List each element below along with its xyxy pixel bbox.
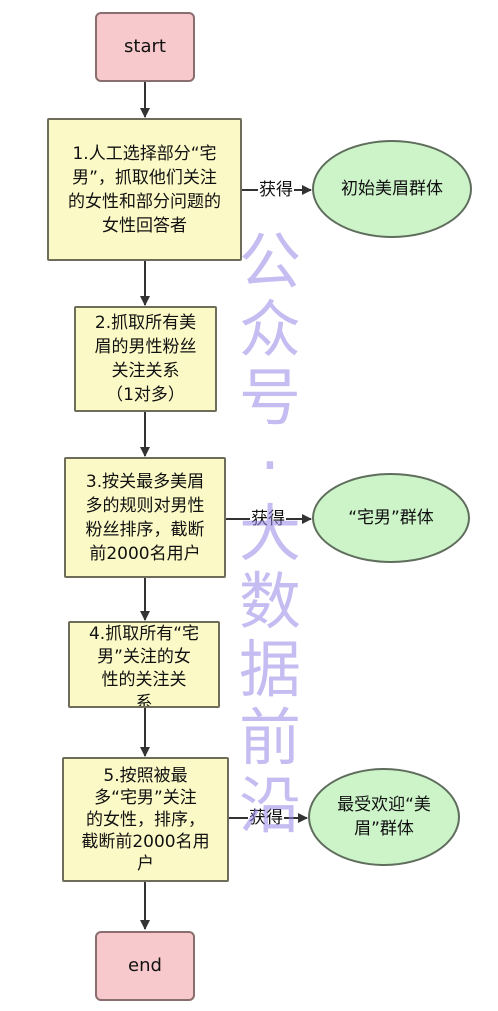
step-4-label: 4.抓取所有“宅 男”关注的女 性的关注关 系 <box>88 624 200 708</box>
output-3-label: 最受欢迎“美 眉”群体 <box>337 795 431 839</box>
step-5-box: 5.按照被最 多“宅男”关注 的女性，排序， 截断前2000名用 户 <box>62 757 229 882</box>
step-1-box: 1.人工选择部分“宅 男”，抓取他们关注 的女性和部分问题的 女性回答者 <box>47 118 242 261</box>
edge-label-2: 获得 <box>250 509 286 529</box>
output-1-oval: 初始美眉群体 <box>312 140 472 238</box>
step-3-label: 3.按关最多美眉 多的规则对男性 粉丝排序，截断 前2000名用户 <box>85 471 205 564</box>
step-2-label: 2.抓取所有美 眉的男性粉丝 关注关系 （1对多） <box>94 313 197 405</box>
step-5-label: 5.按照被最 多“宅男”关注 的女性，排序， 截断前2000名用 户 <box>81 765 210 874</box>
start-node: start <box>95 12 195 82</box>
end-node: end <box>95 931 195 1001</box>
output-3-oval: 最受欢迎“美 眉”群体 <box>308 768 460 866</box>
step-2-box: 2.抓取所有美 眉的男性粉丝 关注关系 （1对多） <box>74 306 217 412</box>
step-1-label: 1.人工选择部分“宅 男”，抓取他们关注 的女性和部分问题的 女性回答者 <box>68 143 221 236</box>
step-4-box: 4.抓取所有“宅 男”关注的女 性的关注关 系 <box>68 621 220 708</box>
start-label: start <box>124 36 166 57</box>
output-1-label: 初始美眉群体 <box>341 179 443 199</box>
edge-label-3: 获得 <box>248 808 284 828</box>
edge-label-1: 获得 <box>258 180 294 200</box>
end-label: end <box>128 955 162 976</box>
output-2-label: “宅男”群体 <box>348 508 434 528</box>
step-3-box: 3.按关最多美眉 多的规则对男性 粉丝排序，截断 前2000名用户 <box>64 457 226 578</box>
output-2-oval: “宅男”群体 <box>312 473 470 563</box>
